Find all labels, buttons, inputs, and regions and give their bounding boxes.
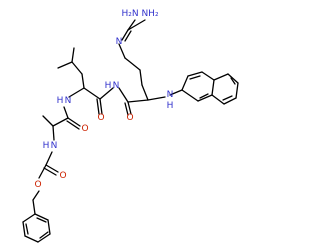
bond <box>34 213 49 221</box>
bond <box>22 221 26 237</box>
molecule-structure: H₂N NH₂ N N H N H O O N H O N H O O <box>22 9 239 243</box>
atom-label-o-ester: O <box>34 180 41 190</box>
bond <box>147 96 166 101</box>
bond <box>189 75 201 80</box>
atom-label-nh-carbamate: N <box>51 141 58 151</box>
bond <box>169 89 183 96</box>
atom-labels: H₂N NH₂ N N H N H O O N H O N H O O <box>34 9 173 190</box>
bond <box>121 29 129 41</box>
bond <box>96 98 100 115</box>
bond <box>139 69 143 86</box>
bond <box>81 73 85 89</box>
bond <box>67 117 81 127</box>
bond <box>42 115 54 127</box>
bond <box>39 231 49 239</box>
atom-label-nh2-right: NH₂ <box>141 9 159 19</box>
bond <box>213 73 229 81</box>
bond <box>38 164 47 179</box>
bond <box>83 87 101 100</box>
bond <box>57 61 73 69</box>
bond <box>71 47 75 63</box>
bond <box>43 167 57 176</box>
bond <box>45 164 59 173</box>
atom-label-nh-ala: N <box>65 96 72 106</box>
structure-drawing: H₂N NH₂ N N H N H O O N H O N H O O <box>22 9 239 243</box>
bond <box>47 219 51 235</box>
bond <box>37 233 51 243</box>
bond <box>71 61 83 75</box>
atom-label-o-carbonyl: O <box>59 171 66 181</box>
bond <box>52 125 55 141</box>
bond <box>118 43 126 59</box>
bond <box>45 151 53 166</box>
atom-label-o-ala: O <box>81 124 88 134</box>
bond <box>201 71 215 81</box>
bond <box>235 82 239 99</box>
bond <box>52 117 69 127</box>
bond <box>99 98 103 115</box>
bond <box>25 223 29 235</box>
bond <box>124 57 141 71</box>
atom-label-o-leu: O <box>126 113 133 123</box>
bond <box>222 95 233 101</box>
bond <box>127 99 149 103</box>
bond <box>211 79 215 96</box>
bond <box>66 120 80 130</box>
atom-label-h-naphthyl: H <box>167 101 174 111</box>
bond <box>199 93 209 99</box>
atom-label-nh2-left: H₂N <box>121 9 138 19</box>
bond <box>127 19 146 31</box>
bond <box>197 94 213 102</box>
bond <box>32 199 36 215</box>
bond <box>68 87 85 98</box>
bond <box>230 77 236 85</box>
atom-label-h-carbamate: H <box>43 141 50 151</box>
bond <box>124 30 132 42</box>
atom-label-nh-naphthyl: N <box>167 90 174 100</box>
bond <box>141 84 149 101</box>
bond <box>63 106 69 119</box>
atom-label-h-leu: H <box>105 81 112 91</box>
bond <box>127 19 136 31</box>
bond <box>181 89 199 102</box>
bond <box>187 71 203 77</box>
bond <box>99 87 114 100</box>
bond <box>211 94 225 105</box>
bond <box>32 190 40 201</box>
bond <box>22 213 36 223</box>
bond <box>181 75 189 91</box>
atom-label-n-imine: N <box>116 37 123 47</box>
bond <box>227 73 239 84</box>
bond <box>124 102 129 116</box>
bond <box>118 87 129 103</box>
bonds <box>22 19 239 243</box>
bond <box>36 217 47 223</box>
bond <box>127 101 132 115</box>
atom-label-o-leu-carbonyl: O <box>97 113 104 123</box>
bond <box>24 235 39 243</box>
atom-label-h-ala: H <box>57 96 64 106</box>
atom-label-nh-leu: N <box>113 81 120 91</box>
bond <box>223 97 237 105</box>
